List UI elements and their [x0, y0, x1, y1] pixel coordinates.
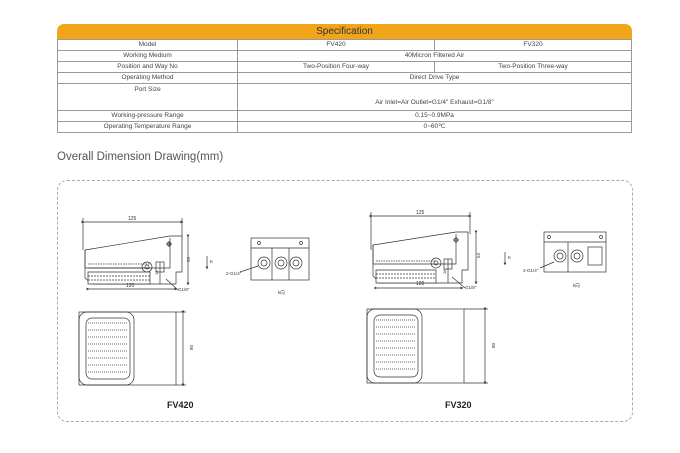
- model-label-fv320: FV320: [445, 400, 472, 410]
- table-row: Working-pressure Range 0.15~0.9MPa: [57, 110, 632, 122]
- fv420-top-view: 80: [78, 310, 194, 387]
- dim-small: 18: [154, 270, 159, 275]
- k-arrow-label: K: [508, 255, 511, 260]
- port-view-label: k向: [573, 282, 580, 288]
- table-row: Operating Temperature Range 0~60℃: [57, 121, 632, 133]
- fv420-side-view: 125 53 18 120 G1/8" K: [81, 216, 213, 292]
- spec-title: Specification: [316, 26, 373, 37]
- k-arrow-label: K: [210, 259, 213, 264]
- port-side-label: 2-G1/4": [226, 271, 242, 276]
- cell-merged: 0~60℃: [237, 121, 632, 133]
- fv320-port-view: 2-G1/4" k向: [523, 231, 607, 288]
- fv420-port-view: 2-G1/4" k向: [226, 237, 310, 295]
- dim-length: 125: [128, 216, 137, 222]
- port-view-label: k向: [278, 289, 285, 295]
- dim-base: 120: [126, 283, 135, 289]
- dimension-drawing-frame: [57, 180, 633, 422]
- port-exhaust-label: G1/8": [465, 285, 477, 290]
- dim-base: 120: [416, 281, 425, 287]
- dim-length: 125: [416, 210, 425, 216]
- dim-height: 53: [186, 256, 191, 262]
- dim-height: 53: [476, 252, 481, 258]
- dim-width: 80: [491, 342, 496, 348]
- row-label: Port Size: [57, 83, 238, 111]
- section-title: Overall Dimension Drawing(mm): [57, 151, 224, 163]
- dim-width: 80: [189, 344, 194, 350]
- port-exhaust-label: G1/8": [178, 287, 190, 292]
- model-label-fv420: FV420: [167, 400, 194, 410]
- fv320-top-view: 80: [366, 307, 496, 385]
- spec-title-bar: Specification: [57, 24, 632, 39]
- port-side-label: 2-G1/4": [523, 268, 539, 273]
- spec-table: Model FV420 FV320 Working Medium 40Micro…: [57, 39, 632, 133]
- dim-small: 18: [442, 269, 447, 274]
- fv320-side-view: 125 53 18 120 G1/8" K: [369, 210, 511, 290]
